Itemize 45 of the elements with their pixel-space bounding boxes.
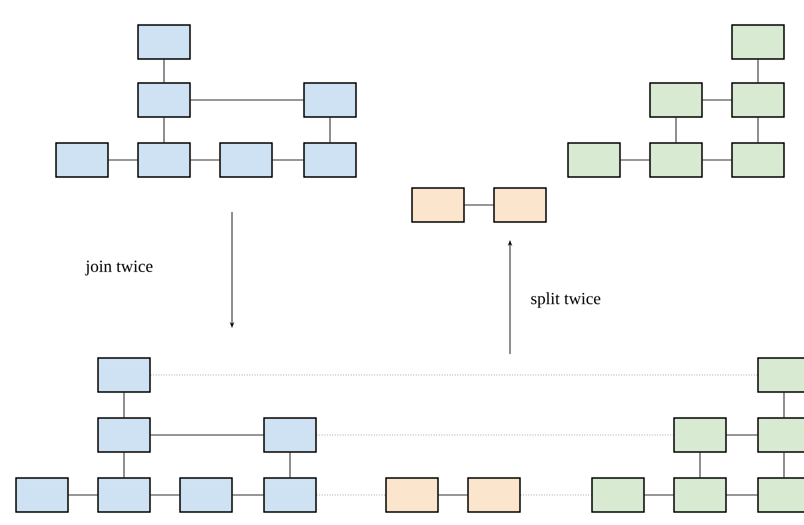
box [303, 82, 357, 118]
box [263, 417, 317, 453]
connector-line [438, 494, 468, 496]
arrow-label: join twice [85, 260, 152, 276]
box [591, 477, 645, 513]
box [731, 142, 785, 178]
box [137, 24, 191, 60]
connector-line [644, 494, 674, 496]
box [179, 477, 233, 513]
box [673, 417, 727, 453]
box [757, 357, 804, 393]
box [97, 357, 151, 393]
box [757, 477, 804, 513]
box [731, 82, 785, 118]
box [649, 142, 703, 178]
box [493, 187, 547, 223]
box [97, 477, 151, 513]
box [385, 477, 439, 513]
box [263, 477, 317, 513]
box [757, 417, 804, 453]
dotted-line [316, 434, 674, 436]
box [219, 142, 273, 178]
connector-line [232, 494, 264, 496]
box [97, 417, 151, 453]
arrow-label: split twice [531, 292, 600, 308]
connector-line [68, 494, 98, 496]
box [673, 477, 727, 513]
connector-line [150, 494, 180, 496]
box [303, 142, 357, 178]
connector-line [150, 434, 264, 436]
box [55, 142, 109, 178]
dotted-line [150, 374, 758, 376]
connector-line [726, 494, 758, 496]
box [137, 142, 191, 178]
connector-line [726, 434, 758, 436]
box [15, 477, 69, 513]
box [567, 142, 621, 178]
box [731, 24, 785, 60]
connector-line [464, 204, 494, 206]
dotted-line [316, 494, 386, 496]
box [649, 82, 703, 118]
box [411, 187, 465, 223]
dotted-line [520, 494, 592, 496]
box [467, 477, 521, 513]
box [137, 82, 191, 118]
